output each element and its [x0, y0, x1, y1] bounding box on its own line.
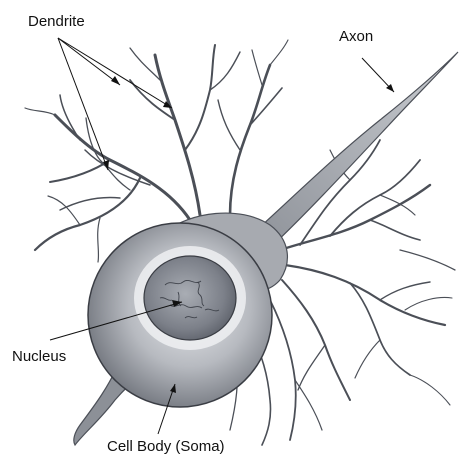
dendrite-pointer-2 — [58, 38, 172, 108]
dendrite-pointer-3 — [58, 38, 108, 170]
nucleus — [144, 256, 236, 340]
dendrite-label: Dendrite — [28, 14, 85, 29]
nucleus-label: Nucleus — [12, 349, 66, 364]
dendrite-arrowhead-1 — [111, 76, 120, 85]
axon-shape — [250, 52, 458, 246]
axon-label: Axon — [339, 29, 373, 44]
soma-label: Cell Body (Soma) — [107, 439, 225, 454]
